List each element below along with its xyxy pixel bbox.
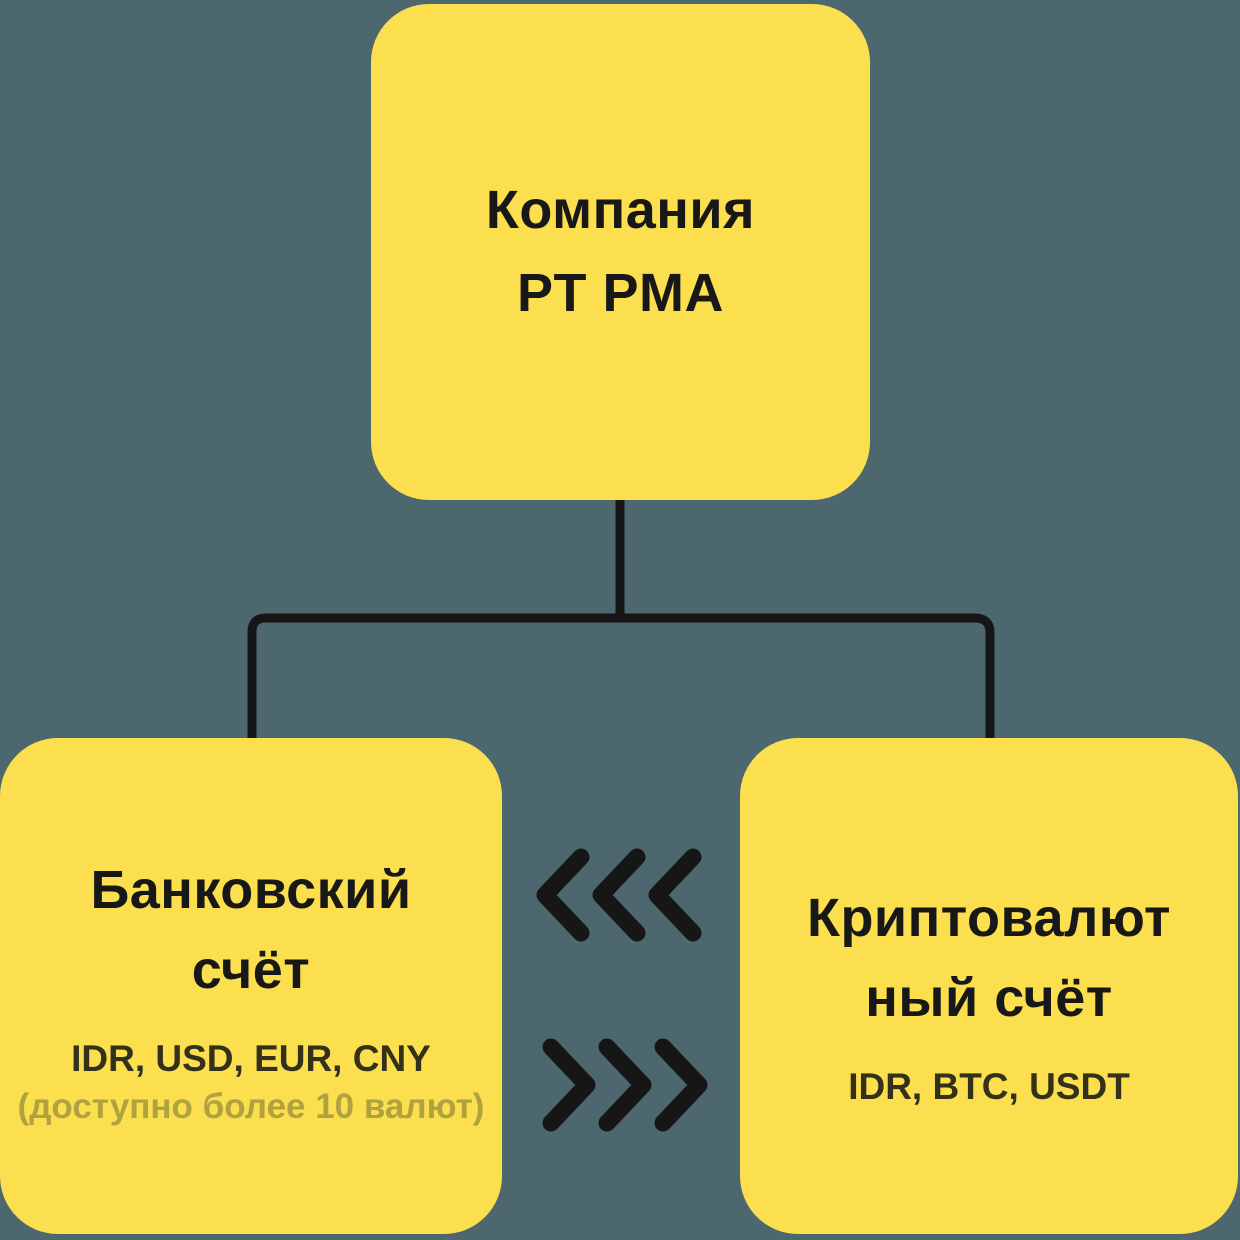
bank-currencies: IDR, USD, EUR, CNY bbox=[71, 1038, 431, 1079]
node-company: Компания PT PMA bbox=[371, 4, 870, 500]
chevrons-left-icon bbox=[536, 848, 702, 942]
bank-title-line1: Банковский bbox=[90, 860, 412, 920]
connector-branch-line bbox=[247, 613, 995, 740]
crypto-currencies: IDR, BTC, USDT bbox=[848, 1066, 1130, 1107]
node-crypto-account: Криптовалют ный счёт IDR, BTC, USDT bbox=[740, 738, 1238, 1234]
bank-currencies-note: (доступно более 10 валют) bbox=[17, 1087, 485, 1126]
node-bank-account: Банковский счёт IDR, USD, EUR, CNY (дост… bbox=[0, 738, 502, 1234]
company-title-line1: Компания bbox=[485, 180, 756, 240]
company-title-line2: PT PMA bbox=[516, 263, 724, 323]
bank-title-line2: счёт bbox=[191, 940, 311, 1000]
chevrons-right-icon bbox=[542, 1038, 708, 1132]
crypto-title-line2: ный счёт bbox=[865, 968, 1113, 1028]
crypto-title-line1: Криптовалют bbox=[806, 888, 1171, 948]
